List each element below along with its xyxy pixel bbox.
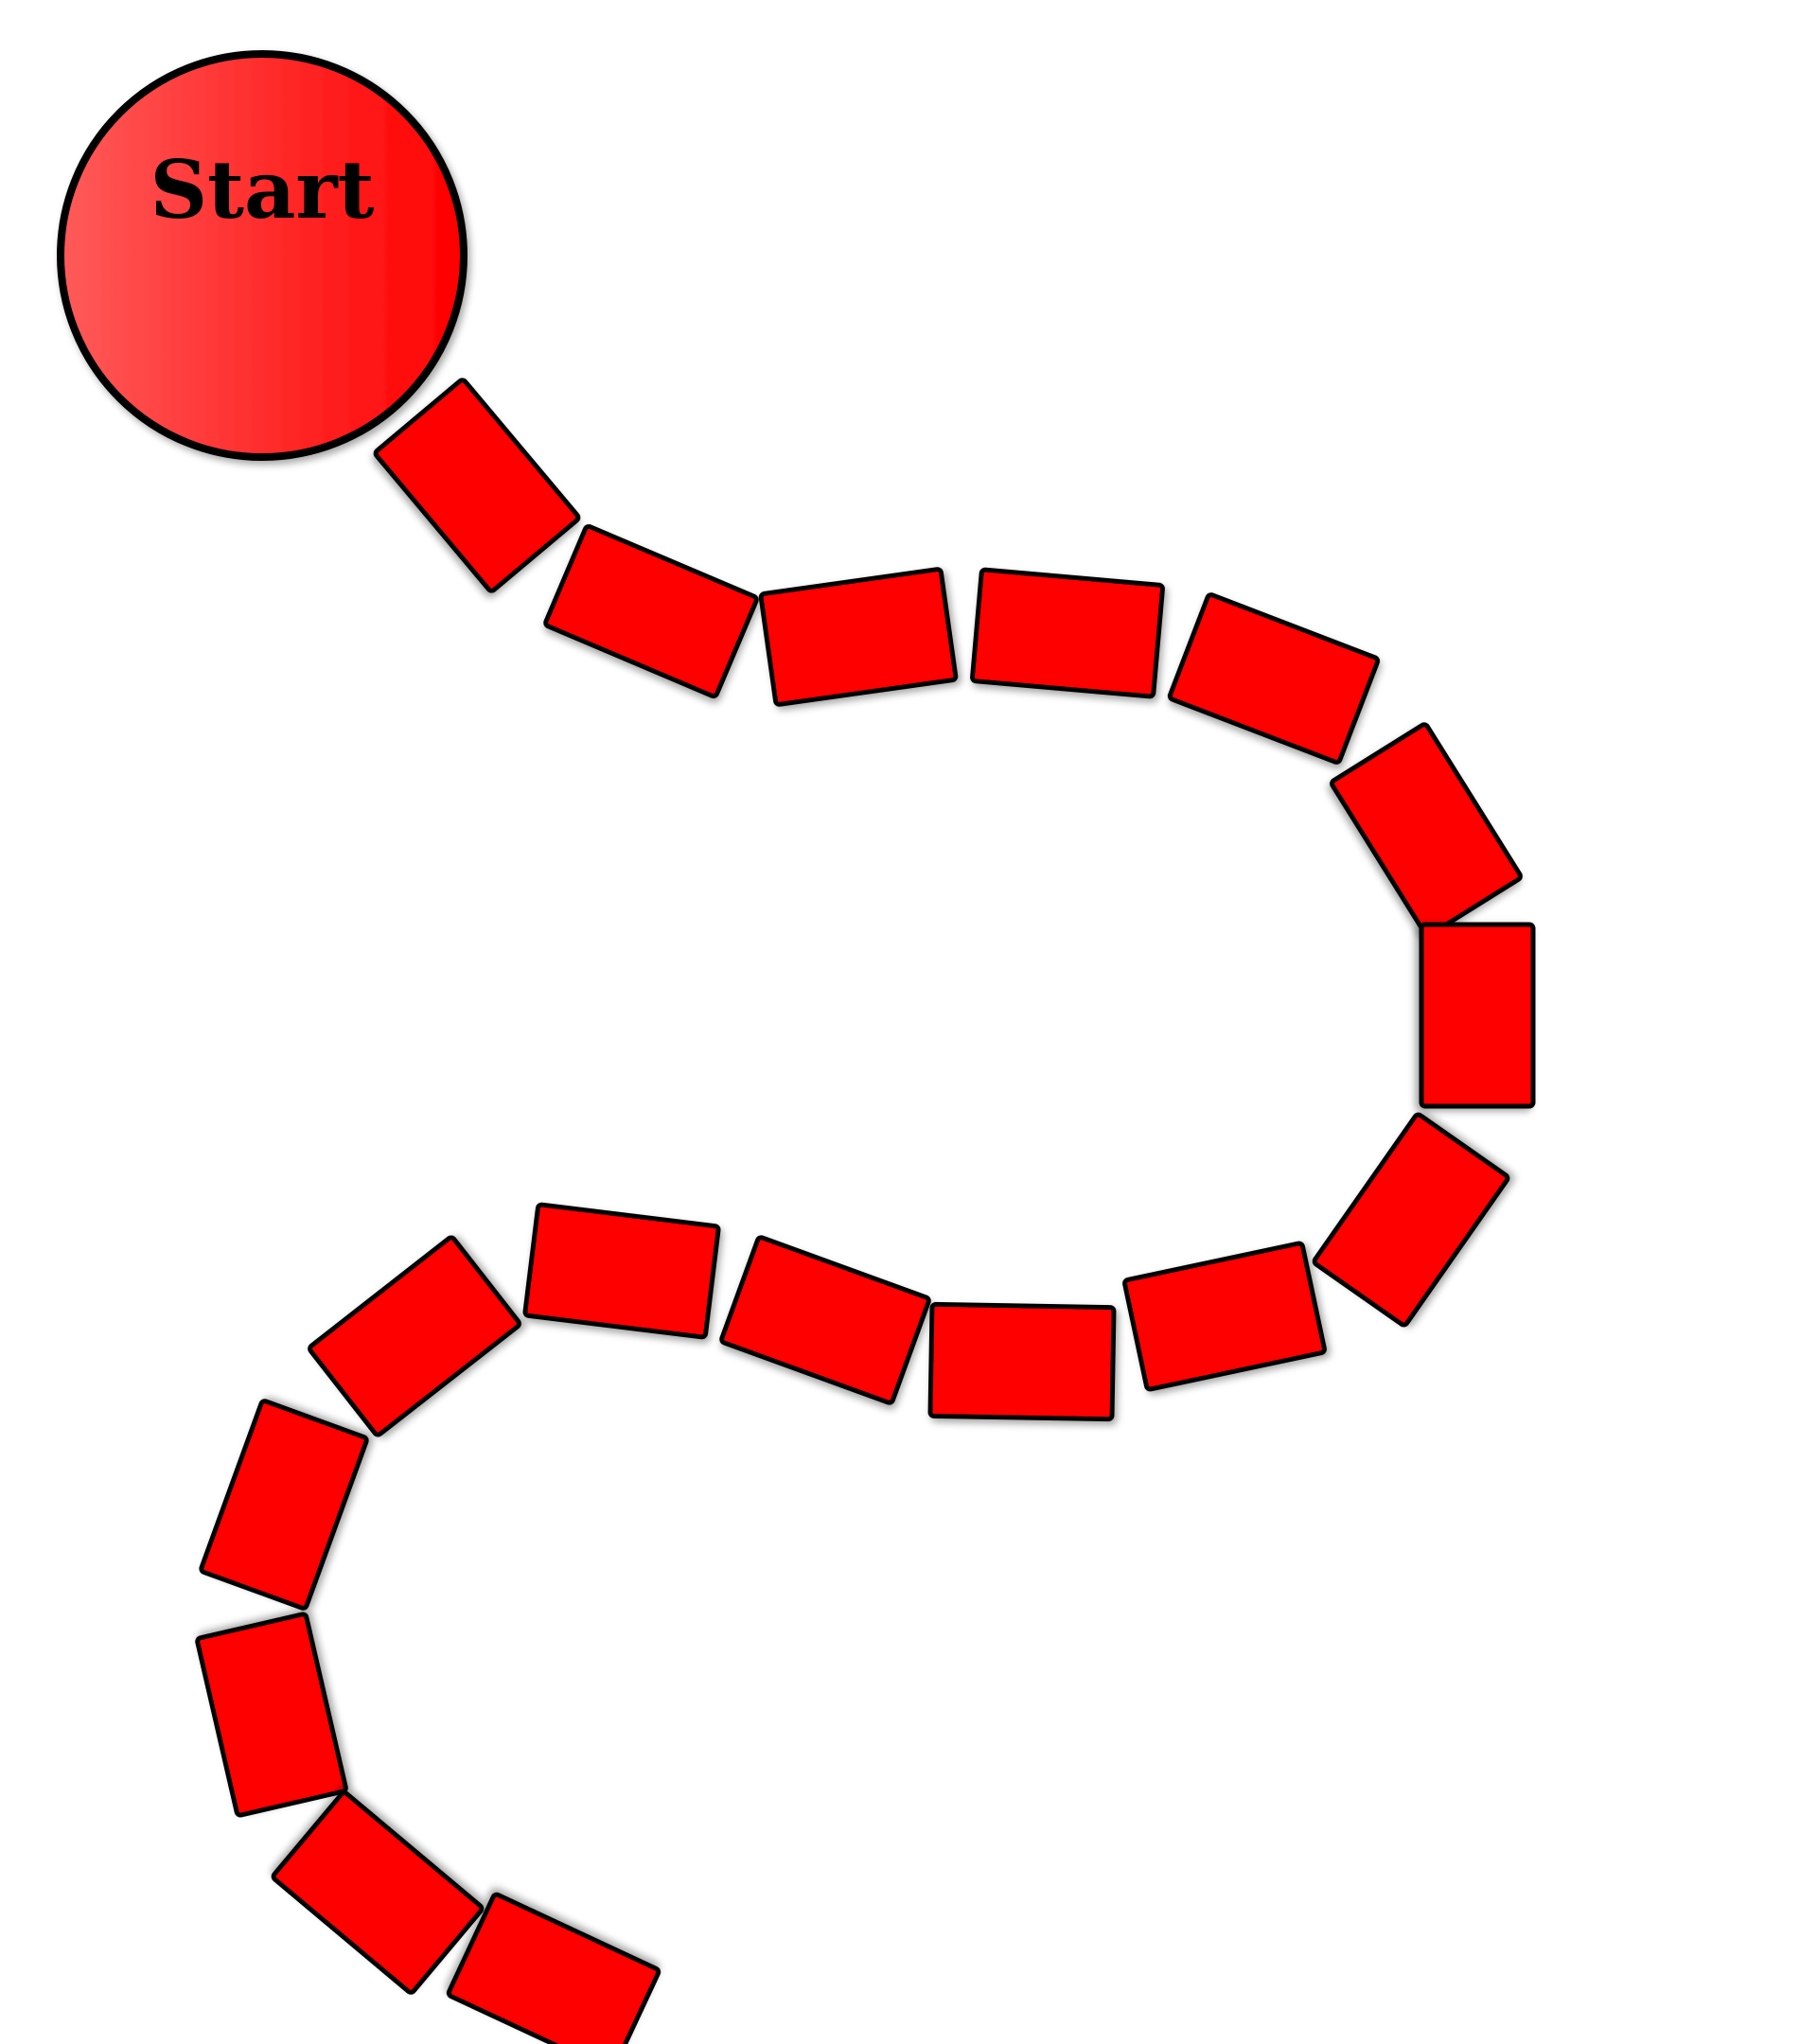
board-space[interactable] <box>199 1399 369 1611</box>
board-space[interactable] <box>373 378 581 593</box>
board-space[interactable] <box>970 567 1165 699</box>
board-space[interactable] <box>543 523 759 699</box>
board-space[interactable] <box>1122 1241 1327 1392</box>
board-space[interactable] <box>195 1612 348 1818</box>
board-space[interactable] <box>1167 592 1381 765</box>
board-space[interactable] <box>1330 722 1523 938</box>
board-space[interactable] <box>522 1202 721 1340</box>
start-label: Start <box>150 143 375 237</box>
board-space[interactable] <box>1312 1112 1510 1328</box>
board-space[interactable] <box>271 1790 485 1995</box>
start-circle[interactable] <box>57 50 467 461</box>
board-space[interactable] <box>927 1301 1117 1422</box>
board-space[interactable] <box>758 567 959 707</box>
board-space[interactable] <box>1419 922 1536 1109</box>
board-space[interactable] <box>446 1892 662 2044</box>
start-space[interactable]: Start <box>57 50 467 461</box>
board-space[interactable] <box>719 1235 931 1405</box>
board-space[interactable] <box>308 1235 521 1437</box>
path-spaces <box>195 378 1536 2044</box>
